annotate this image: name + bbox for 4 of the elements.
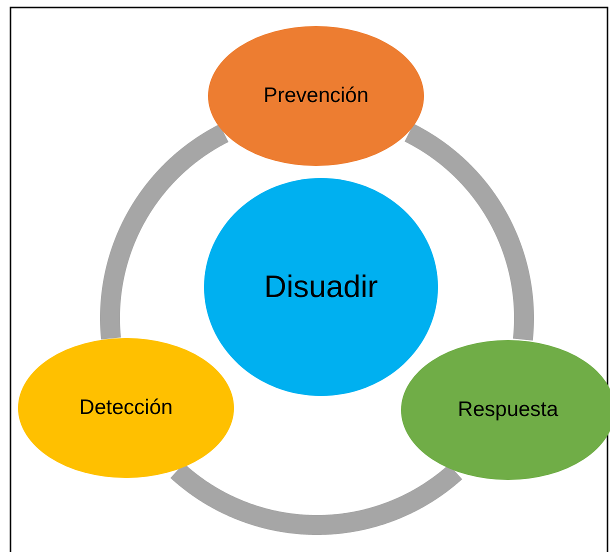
node-label: Detección [79,396,173,420]
node-label: Disuadir [264,269,378,305]
node-label: Prevención [263,84,369,108]
node-label: Respuesta [458,398,558,422]
